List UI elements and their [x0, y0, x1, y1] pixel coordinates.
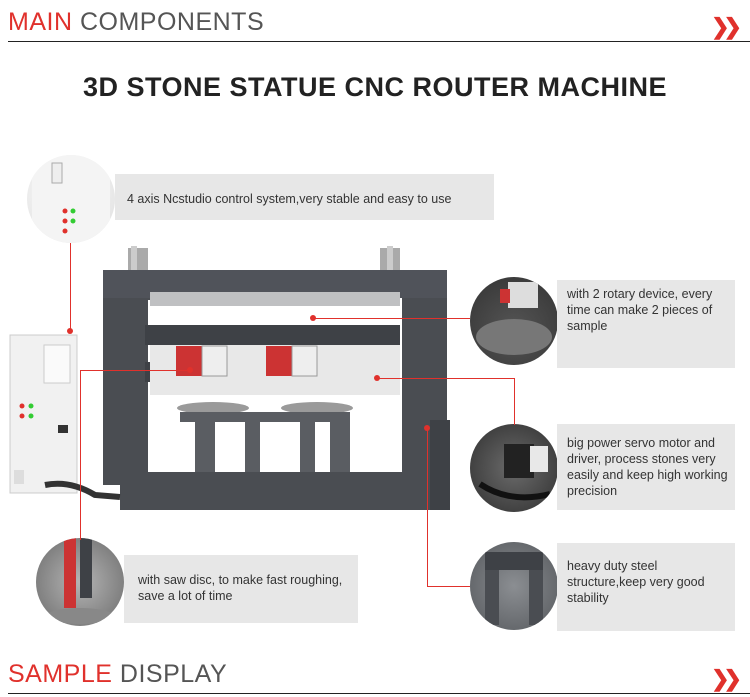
saw-disc-thumbnail	[36, 538, 124, 626]
rotary-device-thumbnail	[470, 277, 558, 365]
control-system-thumbnail	[27, 155, 115, 243]
callout-control-text: 4 axis Ncstudio control system,very stab…	[127, 192, 452, 206]
section-header-main-components: MAIN COMPONENTS ❯❯	[8, 8, 750, 42]
leader-line-rotary	[313, 318, 470, 319]
section-header-sample-display: SAMPLE DISPLAY ❯❯	[8, 660, 750, 694]
callout-control-system: 4 axis Ncstudio control system,very stab…	[115, 174, 494, 220]
header-rest-text: COMPONENTS	[79, 8, 265, 36]
callout-saw-text: with saw disc, to make fast roughing, sa…	[138, 573, 343, 603]
section-header-label: SAMPLE DISPLAY	[8, 660, 227, 689]
steel-structure-thumbnail	[470, 542, 558, 630]
leader-dot-control	[67, 328, 73, 334]
header-rule	[8, 41, 750, 42]
callout-steel-structure: heavy duty steel structure,keep very goo…	[557, 543, 735, 631]
callout-saw-disc: with saw disc, to make fast roughing, sa…	[124, 555, 358, 623]
callout-rotary-text: with 2 rotary device, every time can mak…	[567, 287, 713, 333]
leader-dot-servo	[374, 375, 380, 381]
leader-line-saw-h	[80, 370, 190, 371]
callout-servo-text: big power servo motor and driver, proces…	[567, 436, 728, 498]
servo-motor-thumbnail	[470, 424, 558, 512]
leader-line-steel-v	[427, 428, 428, 587]
leader-line-control	[70, 243, 71, 331]
leader-dot-rotary	[310, 315, 316, 321]
callout-rotary-device: with 2 rotary device, every time can mak…	[557, 280, 735, 368]
header-rule	[8, 693, 750, 694]
leader-dot-saw	[187, 367, 193, 373]
page-title: 3D STONE STATUE CNC ROUTER MACHINE	[82, 72, 668, 102]
chevron-right-double-icon: ❯❯	[711, 666, 742, 691]
header-accent-text: SAMPLE	[8, 660, 113, 688]
section-header-label: MAIN COMPONENTS	[8, 8, 264, 37]
callout-servo-motor: big power servo motor and driver, proces…	[557, 424, 735, 510]
leader-dot-steel	[424, 425, 430, 431]
header-rest-text: DISPLAY	[119, 660, 228, 688]
leader-line-servo-v	[514, 378, 515, 425]
leader-line-steel-h	[427, 586, 470, 587]
leader-line-saw-v	[80, 370, 81, 540]
leader-line-servo-h	[377, 378, 515, 379]
header-accent-text: MAIN	[8, 8, 73, 36]
callout-steel-text: heavy duty steel structure,keep very goo…	[567, 559, 705, 605]
